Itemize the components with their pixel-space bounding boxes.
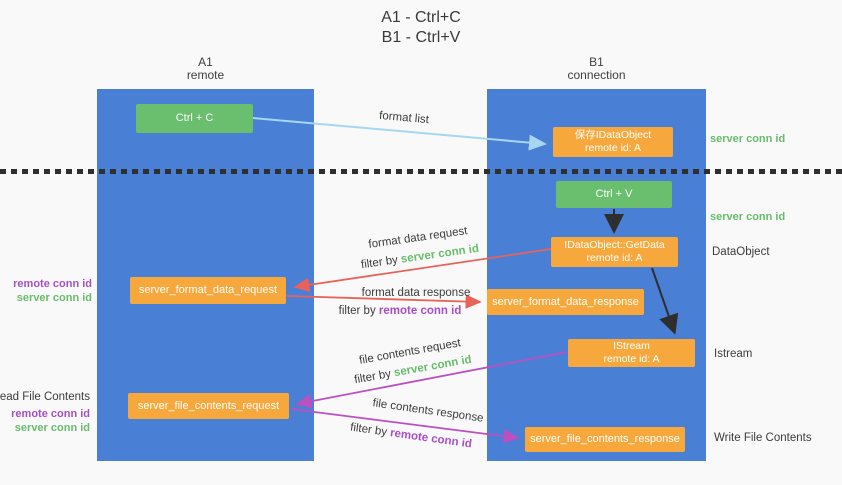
node-istream-line1: IStream [613, 340, 650, 352]
node-save-idataobject-line1: 保存IDataObject [574, 129, 652, 141]
node-getdata-line1: IDataObject::GetData [564, 239, 665, 251]
node-istream-line2: remote id: A [603, 353, 660, 365]
arrow-format-list [252, 117, 547, 151]
node-format-response-label: server_format_data_response [492, 295, 639, 308]
label-filter-by-2: filter by [338, 305, 376, 317]
node-server-format-data-request: server_format_data_request [130, 277, 286, 304]
lifeline-header-a1: A1 remote [97, 56, 314, 82]
arrow-file-contents-request [295, 351, 568, 409]
lifeline-header-b1: B1 connection [487, 56, 706, 82]
node-server-file-contents-request: server_file_contents_request [128, 393, 289, 419]
label-left-remote-conn-id-top: remote conn id [13, 278, 92, 290]
lifeline-b1-name: B1 [589, 55, 604, 69]
lifeline-b1-subtitle: connection [567, 68, 626, 82]
node-ctrl-v: Ctrl + V [556, 181, 672, 208]
node-getdata-line2: remote id: A [586, 252, 643, 264]
diagram-title: A1 - Ctrl+C B1 - Ctrl+V [0, 8, 842, 48]
node-file-request-label: server_file_contents_request [137, 399, 280, 412]
label-format-data-response-filter: filter by remote conn id [339, 305, 462, 317]
node-server-format-data-response: server_format_data_response [487, 289, 644, 315]
lifeline-a1-name: A1 [198, 55, 213, 69]
label-write-file-contents: Write File Contents [714, 432, 812, 444]
label-istream-side: Istream [714, 348, 753, 360]
lifeline-a1-subtitle: remote [186, 68, 225, 82]
arrow-getdata-to-istream [651, 267, 679, 335]
node-format-request-label: server_format_data_request [138, 284, 278, 296]
label-remote-conn-id-key-1: remote conn id [378, 305, 462, 317]
node-idataobject-getdata: IDataObject::GetData remote id: A [551, 237, 678, 267]
dotted-separator-line [0, 169, 842, 174]
arrow-format-data-request [293, 248, 552, 293]
label-left-server-conn-id-bottom: server conn id [14, 422, 90, 434]
node-ctrl-c-label: Ctrl + C [175, 112, 214, 124]
label-format-data-response: format data response [361, 287, 471, 299]
title-line-b1: B1 - Ctrl+V [381, 29, 461, 46]
label-right-server-conn-id-mid: server conn id [710, 211, 786, 223]
label-left-server-conn-id-top: server conn id [16, 292, 92, 304]
node-save-idataobject-line2: remote id: A [584, 142, 642, 154]
node-server-file-contents-response: server_file_contents_response [525, 427, 685, 452]
node-ctrl-v-label: Ctrl + V [595, 188, 633, 200]
node-file-response-label: server_file_contents_response [530, 433, 680, 445]
label-dataobject: DataObject [712, 246, 770, 258]
node-ctrl-c: Ctrl + C [136, 104, 253, 133]
label-right-server-conn-id-top: server conn id [710, 133, 786, 145]
arrow-format-data-response [286, 294, 482, 309]
label-read-file-contents: Read File Contents [0, 391, 90, 403]
label-left-remote-conn-id-bottom: remote conn id [11, 408, 90, 420]
node-istream: IStream remote id: A [568, 339, 695, 367]
arrow-file-contents-response [290, 408, 520, 444]
node-save-idataobject: 保存IDataObject remote id: A [553, 127, 673, 157]
title-line-a1: A1 - Ctrl+C [381, 9, 461, 26]
